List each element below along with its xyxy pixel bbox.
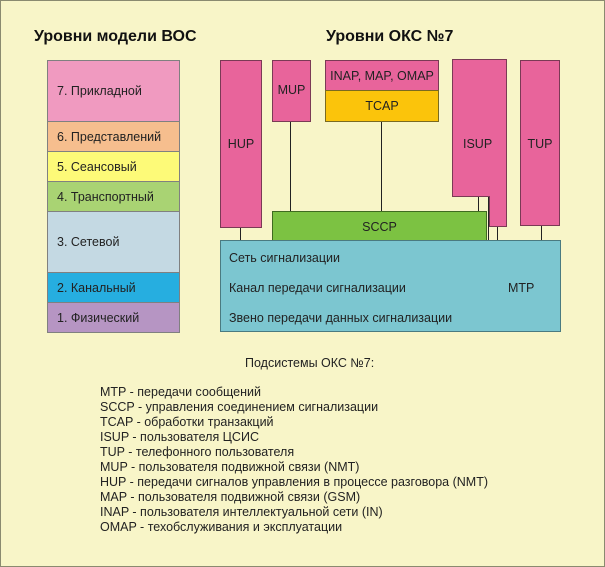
tcap-block: TCAP [325, 90, 439, 122]
hup-label: HUP [227, 137, 255, 151]
isup-mtp-connector-a [488, 196, 489, 241]
inap-map-omap-block: INAP, MAP, OMAP [325, 60, 439, 91]
mtp-label: MTP [508, 281, 535, 295]
legend-item: MUP - пользователя подвижной связи (NMT) [100, 460, 360, 474]
legend-list: MTP - передачи сообщений SCCP - управлен… [100, 385, 488, 535]
legend-item: ISUP - пользователя ЦСИС [100, 430, 259, 444]
legend-item: TCAP - обработки транзакций [100, 415, 274, 429]
mup-label: MUP [277, 83, 306, 97]
mtp-line-network: Сеть сигнализации [229, 251, 341, 265]
sccp-label: SCCP [362, 220, 397, 234]
osi-layer-1: 1. Физический [47, 303, 180, 333]
legend-item: SCCP - управления соединением сигнализац… [100, 400, 379, 414]
osi-layer-4: 4. Транспортный [47, 182, 180, 212]
mtp-block: Сеть сигнализации Канал передачи сигнали… [220, 240, 561, 332]
osi-layer-3: 3. Сетевой [47, 212, 180, 273]
isup-sccp-connector [478, 196, 479, 212]
tcap-label: TCAP [365, 99, 399, 113]
mtp-line-channel: Канал передачи сигнализации [229, 281, 406, 295]
mtp-line-link: Звено передачи данных сигнализации [229, 311, 453, 325]
isup-label: ISUP [463, 137, 493, 151]
mup-block: MUP [272, 60, 311, 122]
inap-label: INAP, MAP, OMAP [330, 69, 434, 83]
osi-layer-5: 5. Сеансовый [47, 152, 180, 182]
isup-mtp-connector-b [497, 225, 498, 241]
hup-block: HUP [220, 60, 262, 228]
legend-item: MAP - пользователя подвижной связи (GSM) [100, 490, 361, 504]
osi-layer-6: 6. Представлений [47, 122, 180, 152]
isup-block [452, 59, 507, 227]
osi-title: Уровни модели ВОС [34, 28, 197, 45]
tup-label: TUP [527, 137, 553, 151]
legend-item: TUP - телефонного пользователя [100, 445, 295, 459]
legend-item: MTP - передачи сообщений [100, 385, 261, 399]
legend-item: OMAP - техобслуживания и эксплуатации [100, 520, 343, 534]
tcap-connector [381, 121, 382, 212]
hup-connector [240, 227, 241, 241]
legend-item: HUP - передачи сигналов управления в про… [100, 475, 489, 489]
legend-title: Подсистемы ОКС №7: [245, 356, 375, 370]
mup-connector [290, 121, 291, 212]
sccp-block: SCCP [272, 211, 487, 242]
osi-layer-7: 7. Прикладной [47, 60, 180, 122]
tup-block: TUP [520, 60, 560, 226]
tup-connector [541, 225, 542, 241]
osi-layer-2: 2. Канальный [47, 273, 180, 303]
ss7-title: Уровни ОКС №7 [326, 28, 454, 45]
legend-item: INAP - пользователя интеллектуальной сет… [100, 505, 383, 519]
